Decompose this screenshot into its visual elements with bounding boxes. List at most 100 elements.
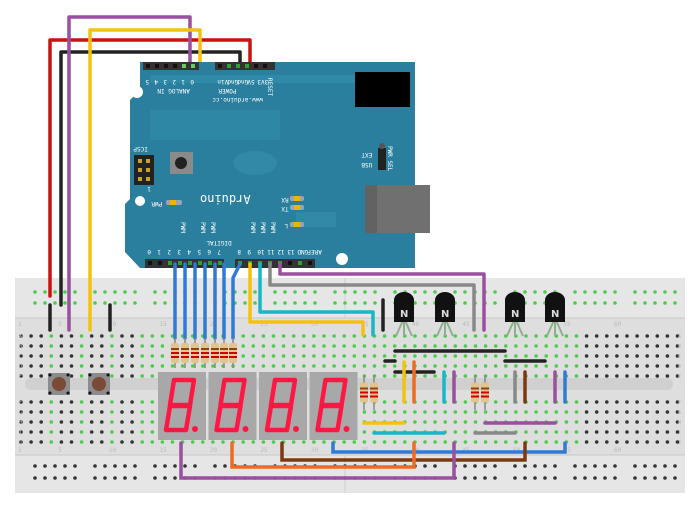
breadboard-hole <box>382 374 387 378</box>
breadboard-hole <box>605 430 609 434</box>
breadboard-hole <box>534 410 538 414</box>
breadboard-hole <box>665 400 670 404</box>
rail-hole <box>103 290 107 294</box>
pwm-label: PWM <box>209 222 216 233</box>
pushbutton-1[interactable] <box>48 373 70 395</box>
breadboard-hole <box>291 440 296 444</box>
breadboard-hole <box>241 354 245 358</box>
mounting-hole <box>131 86 143 98</box>
breadboard-hole <box>605 364 609 368</box>
breadboard-hole <box>453 420 458 424</box>
breadboard-hole <box>534 354 538 358</box>
breadboard-hole <box>433 440 437 444</box>
breadboard-hole <box>160 354 165 358</box>
rail-hole <box>63 301 67 305</box>
breadboard-hole <box>655 410 660 414</box>
wire-purple-digit-common <box>179 441 456 480</box>
rail-hole <box>603 476 607 480</box>
pushbutton-cap[interactable] <box>52 377 66 391</box>
breadboard-hole <box>49 420 54 424</box>
rail-hole <box>273 301 277 305</box>
pwr-sel-jumper[interactable] <box>378 148 386 170</box>
breadboard-hole <box>433 334 437 338</box>
breadboard-hole <box>564 364 569 368</box>
website-label: www.arduino.cc <box>212 96 263 103</box>
breadboard-hole <box>463 410 468 414</box>
breadboard-hole <box>100 410 104 414</box>
transistor-label: N <box>511 309 519 320</box>
breadboard-hole <box>312 354 316 358</box>
rail-hole <box>103 476 107 480</box>
rail-hole <box>653 476 657 480</box>
breadboard-hole <box>362 410 367 414</box>
rail-hole <box>183 464 187 468</box>
breadboard-hole <box>302 354 306 358</box>
rail-hole <box>583 290 587 294</box>
breadboard-hole <box>483 364 488 368</box>
breadboard-hole <box>69 374 74 378</box>
reset-button-cap[interactable] <box>175 157 187 169</box>
breadboard-hole <box>291 344 296 348</box>
breadboard-hole <box>39 344 43 348</box>
rail-hole <box>433 290 437 294</box>
breadboard-hole <box>443 364 448 368</box>
breadboard-hole <box>39 430 43 434</box>
breadboard-hole <box>605 400 609 404</box>
breadboard-hole <box>140 374 144 378</box>
digital-pin-label: 4 <box>187 248 191 255</box>
breadboard-hole <box>615 344 619 348</box>
resistor <box>171 338 179 368</box>
breadboard-hole <box>49 364 54 368</box>
rail-hole <box>653 290 657 294</box>
pushbutton-2[interactable] <box>88 373 110 395</box>
rail-hole <box>483 464 487 468</box>
transistor-body <box>394 292 414 322</box>
power-pin <box>263 64 267 68</box>
breadboard-hole <box>261 334 266 338</box>
rail-hole <box>633 301 637 305</box>
breadboard-hole <box>362 430 367 434</box>
decimal-point <box>293 426 299 432</box>
breadboard-hole <box>59 364 64 368</box>
rail-hole <box>543 290 547 294</box>
breadboard-hole <box>39 410 43 414</box>
rail-hole <box>73 290 77 294</box>
breadboard-hole <box>110 430 114 434</box>
breadboard-hole <box>281 354 286 358</box>
breadboard-hole <box>120 430 124 434</box>
breadboard-hole <box>554 410 559 414</box>
breadboard-hole <box>302 334 306 338</box>
breadboard-hole <box>261 440 266 444</box>
breadboard-hole <box>100 420 104 424</box>
breadboard-hole <box>453 364 458 368</box>
wire-orange-digit-common <box>230 441 416 469</box>
column-number: 40 <box>412 321 420 328</box>
breadboard-hole <box>473 354 478 358</box>
breadboard-hole <box>130 354 134 358</box>
breadboard-hole <box>635 430 639 434</box>
breadboard-hole <box>261 344 266 348</box>
rail-hole <box>413 290 417 294</box>
breadboard-hole <box>392 344 397 348</box>
row-label: E <box>19 374 22 380</box>
rail-hole <box>663 464 667 468</box>
rail-hole <box>433 464 437 468</box>
rail-hole <box>643 476 647 480</box>
breadboard-hole <box>160 334 165 338</box>
breadboard-hole <box>413 354 417 358</box>
analog-pin-label: 2 <box>172 78 176 85</box>
rail-hole <box>653 464 657 468</box>
rail-hole <box>113 464 117 468</box>
rail-hole <box>43 476 47 480</box>
rail-hole <box>133 301 137 305</box>
pushbutton-cap[interactable] <box>92 377 106 391</box>
breadboard-hole <box>160 364 165 368</box>
rail-hole <box>423 290 427 294</box>
row-label: C <box>678 354 681 360</box>
breadboard-hole <box>504 344 508 348</box>
digital-pin <box>188 261 192 265</box>
column-number: 15 <box>159 321 167 328</box>
power-pin-label: Vin <box>217 78 228 85</box>
rail-hole <box>603 464 607 468</box>
breadboard-hole <box>675 354 680 358</box>
